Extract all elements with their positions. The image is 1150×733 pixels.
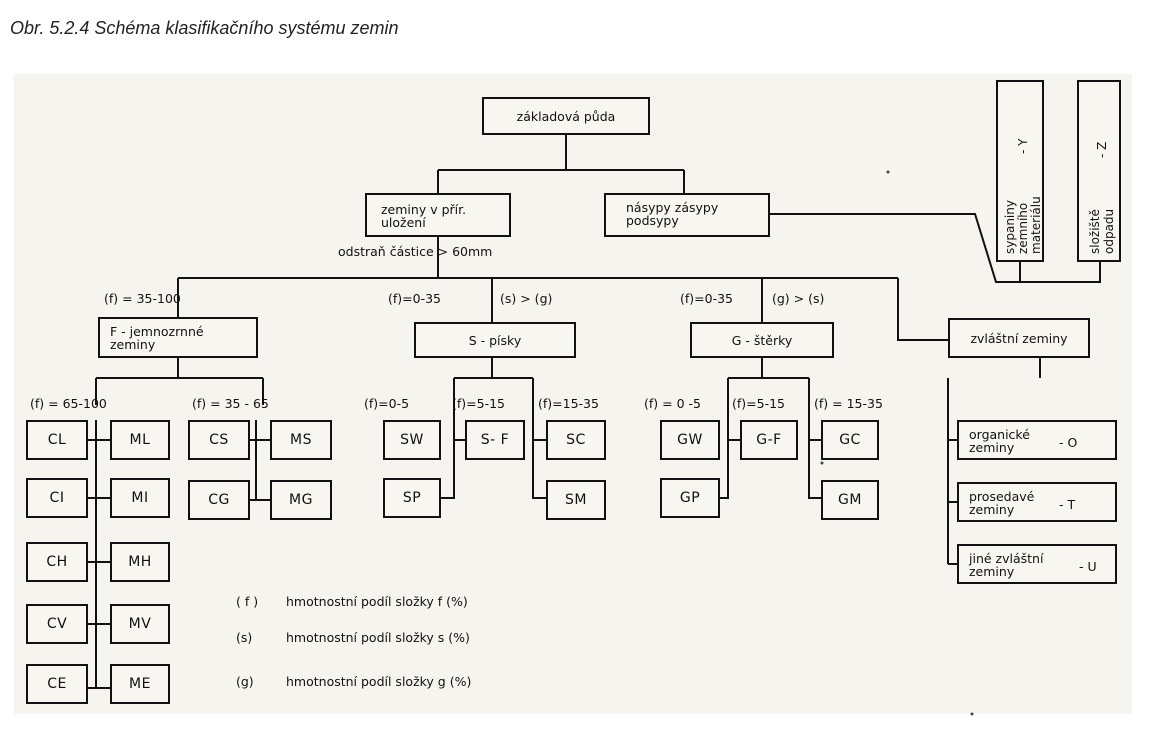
code-box-mg: MG (270, 480, 332, 520)
range-label: (f)=5-15 (452, 396, 505, 411)
figure-caption: Obr. 5.2.4 Schéma klasifikačního systému… (10, 18, 399, 38)
code-box-sc: SC (546, 420, 606, 460)
range-label: (f)=5-15 (732, 396, 785, 411)
code-box-ml: ML (110, 420, 170, 460)
code-box-mh: MH (110, 542, 170, 582)
legend-text: hmotnostní podíl složky g (%) (286, 674, 472, 689)
removal-note: odstraň částice > 60mm (338, 244, 493, 259)
code-box-mv: MV (110, 604, 170, 644)
node-zvlastni-zeminy: zvláštní zeminy (948, 318, 1090, 358)
node-label: S - písky (468, 332, 522, 348)
node-label: G - štěrky (731, 332, 793, 348)
legend-symbol: (s) (236, 630, 253, 645)
diagram-scan-area (14, 74, 1132, 714)
code-box-gm: GM (821, 480, 879, 520)
node-label: násypy zásypy podsypy (626, 200, 719, 228)
connector (897, 278, 948, 341)
node-jemnozrnne-zeminy: F - jemnozrnné zeminy (98, 317, 258, 358)
connector (532, 378, 546, 499)
scan-speck (970, 712, 974, 716)
code-box-gc: GC (821, 420, 879, 460)
node-label: materiálu (1029, 196, 1043, 254)
scan-speck (886, 170, 890, 174)
scan-speck (820, 461, 824, 465)
node-label: F - jemnozrnné zeminy (110, 324, 204, 352)
code-box-s-f: S- F (465, 420, 525, 460)
node-code: - O (1059, 435, 1078, 450)
code-box-ce: CE (26, 664, 88, 704)
node-zakladova-puda: základová půda (482, 97, 650, 135)
range-label: (f)=0-5 (364, 396, 410, 411)
node-code: - T (1059, 497, 1076, 512)
code-box-me: ME (110, 664, 170, 704)
node-sypaniny-zemniho-materialu: sypaniny zemního materiálu - Y (996, 80, 1044, 262)
node-slozeste-odpadu: složiště odpadu - Z (1077, 80, 1121, 262)
condition-label-sand: (s) > (g) (500, 291, 553, 306)
node-zeminy-v-prir-ulozeni: zeminy v přír. uložení (365, 193, 511, 237)
condition-label-gravel: (g) > (s) (772, 291, 825, 306)
range-label-gravel: (f)=0-35 (680, 291, 733, 306)
node-pisky: S - písky (414, 322, 576, 358)
code-box-cv: CV (26, 604, 88, 644)
code-box-ci: CI (26, 478, 88, 518)
node-code: - Y (1016, 138, 1030, 154)
node-label: složiště (1088, 209, 1102, 254)
node-label: základová půda (516, 108, 616, 124)
connector (720, 378, 729, 499)
code-box-ms: MS (270, 420, 332, 460)
node-label: jiné zvláštní zeminy (969, 551, 1044, 579)
range-label: (f)=15-35 (538, 396, 599, 411)
connector (770, 213, 1101, 283)
range-label: (f) = 35 - 65 (192, 396, 269, 411)
node-label: zvláštní zeminy (970, 330, 1068, 346)
code-box-gp: GP (660, 478, 720, 518)
legend-symbol: (g) (236, 674, 254, 689)
code-box-sp: SP (383, 478, 441, 518)
node-label: sypaniny (1003, 200, 1017, 254)
node-nasypy-zasypy-podsypy: násypy zásypy podsypy (604, 193, 770, 237)
node-organicke-zeminy: organické zeminy - O (957, 420, 1117, 460)
node-label: organické zeminy (969, 427, 1030, 455)
code-box-cs: CS (188, 420, 250, 460)
code-box-ch: CH (26, 542, 88, 582)
legend-text: hmotnostní podíl složky s (%) (286, 630, 470, 645)
code-box-gw: GW (660, 420, 720, 460)
code-box-sm: SM (546, 480, 606, 520)
code-box-cl: CL (26, 420, 88, 460)
node-code: - U (1079, 559, 1097, 574)
node-label: zeminy v přír. uložení (381, 202, 467, 230)
connector (808, 378, 821, 499)
code-box-sw: SW (383, 420, 441, 460)
node-label: odpadu (1102, 208, 1116, 254)
code-box-g-f: G-F (740, 420, 798, 460)
node-prosedave-zeminy: prosedavé zeminy - T (957, 482, 1117, 522)
code-box-cg: CG (188, 480, 250, 520)
range-label: (f) = 15-35 (814, 396, 883, 411)
connector (441, 378, 455, 499)
range-label: (f) = 0 -5 (644, 396, 701, 411)
range-label: (f) = 65-100 (30, 396, 107, 411)
range-label-sand: (f)=0-35 (388, 291, 441, 306)
code-box-mi: MI (110, 478, 170, 518)
node-label: zemního (1016, 202, 1030, 254)
legend-symbol: ( f ) (236, 594, 259, 609)
node-jine-zvlastni-zeminy: jiné zvláštní zeminy - U (957, 544, 1117, 584)
legend-text: hmotnostní podíl složky f (%) (286, 594, 468, 609)
node-label: prosedavé zeminy (969, 489, 1035, 517)
node-code: - Z (1095, 141, 1109, 158)
range-label-fine: (f) = 35-100 (104, 291, 181, 306)
node-sterky: G - štěrky (690, 322, 834, 358)
